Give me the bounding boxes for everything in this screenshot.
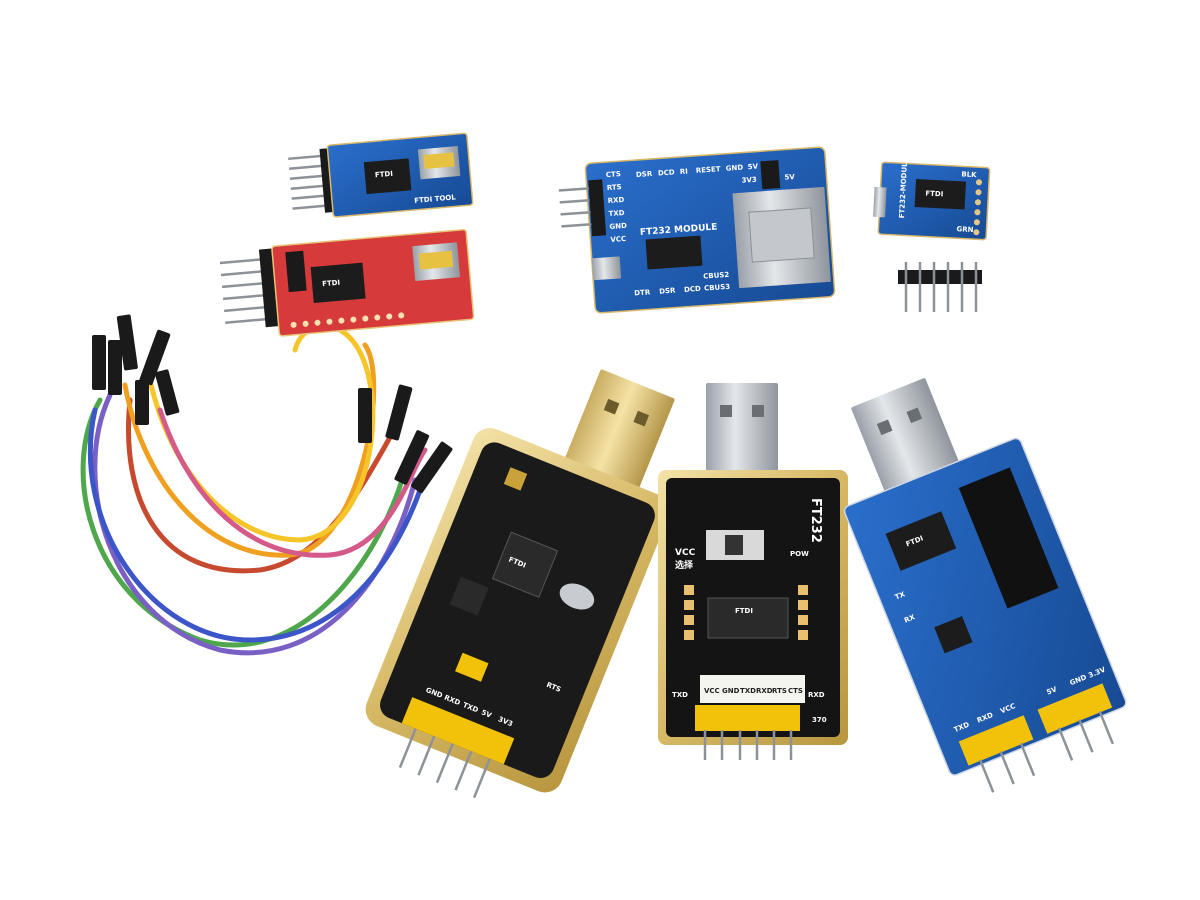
- svg-text:DTR: DTR: [634, 288, 651, 297]
- voltage-switch: [760, 160, 781, 190]
- svg-text:CTS: CTS: [788, 687, 803, 695]
- svg-text:GRN: GRN: [956, 225, 974, 234]
- yellow-pin-header-left: [958, 715, 1034, 766]
- svg-text:POW: POW: [790, 550, 809, 558]
- svg-text:3V3: 3V3: [741, 176, 757, 185]
- svg-text:VCC: VCC: [610, 235, 626, 244]
- svg-text:RXD: RXD: [756, 687, 773, 695]
- voltage-jumper: [455, 652, 489, 682]
- svg-text:RTS: RTS: [607, 183, 622, 192]
- svg-text:RTS: RTS: [772, 687, 787, 695]
- micro-usb-port: [591, 256, 622, 281]
- svg-text:CBUS3: CBUS3: [704, 283, 731, 293]
- svg-text:FTDI: FTDI: [375, 170, 394, 180]
- svg-text:RXD: RXD: [607, 196, 624, 205]
- pin-labels: VCC GND TXD RXD RTS CTS: [704, 687, 803, 695]
- ft232-chip: [914, 178, 967, 210]
- svg-text:FT232: FT232: [808, 498, 823, 543]
- svg-text:FTDI TOOL: FTDI TOOL: [414, 193, 457, 205]
- svg-text:GND: GND: [609, 222, 627, 231]
- svg-text:CBUS2: CBUS2: [703, 271, 730, 281]
- usb-a-plug: [562, 369, 675, 496]
- svg-text:GND: GND: [722, 687, 740, 695]
- svg-text:DSR: DSR: [636, 170, 653, 179]
- ftdi-chip: [363, 158, 412, 195]
- ftdi-chip: [310, 262, 366, 303]
- pin-header-block: [958, 467, 1059, 609]
- pin-labels-bottom: DTR DSR DCD CBUS2 CBUS3: [634, 271, 731, 298]
- pin-labels-top: DSR DCD RI RESET GND 5V: [636, 162, 759, 179]
- svg-text:VCC: VCC: [675, 548, 696, 558]
- svg-text:RX: RX: [903, 613, 917, 625]
- svg-text:DCD: DCD: [684, 285, 701, 294]
- ft232-chip: [707, 597, 789, 639]
- yellow-pin-header: [695, 705, 800, 731]
- svg-text:FTDI: FTDI: [322, 279, 341, 289]
- ftdi-chip: [885, 511, 957, 571]
- mini-ft232-board: FTDI FT232-MODULE BLK GRN: [873, 157, 991, 241]
- svg-text:VCC: VCC: [704, 687, 720, 695]
- svg-text:RXD: RXD: [808, 691, 825, 699]
- svg-text:5V: 5V: [784, 173, 795, 182]
- small-red-ftdi-board: FTDI: [219, 228, 475, 337]
- svg-text:TXD: TXD: [608, 209, 625, 218]
- svg-text:TXD: TXD: [672, 691, 688, 699]
- svg-text:DCD: DCD: [658, 168, 675, 177]
- gold-usb-ttl-stick: FTDI RTS GND RXD TXD 5V 3V3: [365, 369, 675, 799]
- pin-label-strip: [700, 675, 805, 703]
- blue-usb-ttl-stick: FTDI TX RX TXD RXD VCC 5V GND 3.3V: [843, 378, 1127, 793]
- svg-text:RESET: RESET: [696, 165, 721, 175]
- svg-text:TXD: TXD: [740, 687, 756, 695]
- ftdi-chip: [491, 531, 559, 598]
- dupont-connectors: [92, 314, 453, 494]
- ft232-module-board: CTS RTS RXD TXD GND VCC DSR DCD RI RESET…: [558, 146, 836, 314]
- jumper-header: [285, 250, 307, 293]
- black-ft232-stick: FT232 VCC 选择 POW FTDI TXD RXD VCC GND TX…: [658, 383, 848, 760]
- svg-text:GND: GND: [725, 164, 743, 173]
- svg-text:DSR: DSR: [659, 287, 676, 296]
- svg-text:370: 370: [812, 716, 827, 724]
- svg-text:FTDI: FTDI: [735, 607, 753, 615]
- crystal: [559, 583, 595, 610]
- svg-text:选择: 选择: [675, 559, 694, 571]
- pin-labels-left: CTS RTS RXD TXD GND VCC: [606, 170, 628, 244]
- svg-text:RI: RI: [680, 167, 689, 176]
- yellow-pin-header-right: [1037, 683, 1113, 734]
- micro-usb-port: [873, 186, 887, 218]
- ft232-chip: [645, 235, 703, 270]
- svg-text:5V: 5V: [747, 162, 758, 171]
- svg-text:TX: TX: [894, 590, 907, 601]
- svg-text:FT232-MODULE: FT232-MODULE: [898, 157, 909, 218]
- loose-pin-header: [898, 262, 982, 312]
- svg-text:5V: 5V: [1045, 685, 1058, 696]
- small-blue-ftdi-board: FTDI FTDI TOOL: [288, 132, 474, 218]
- yellow-pin-header: [401, 697, 515, 765]
- svg-text:FTDI: FTDI: [925, 189, 943, 198]
- svg-text:CTS: CTS: [606, 170, 621, 179]
- dupont-wire-bundle: [80, 323, 428, 656]
- svg-text:5V: 5V: [480, 708, 493, 719]
- svg-text:BLK: BLK: [961, 170, 977, 179]
